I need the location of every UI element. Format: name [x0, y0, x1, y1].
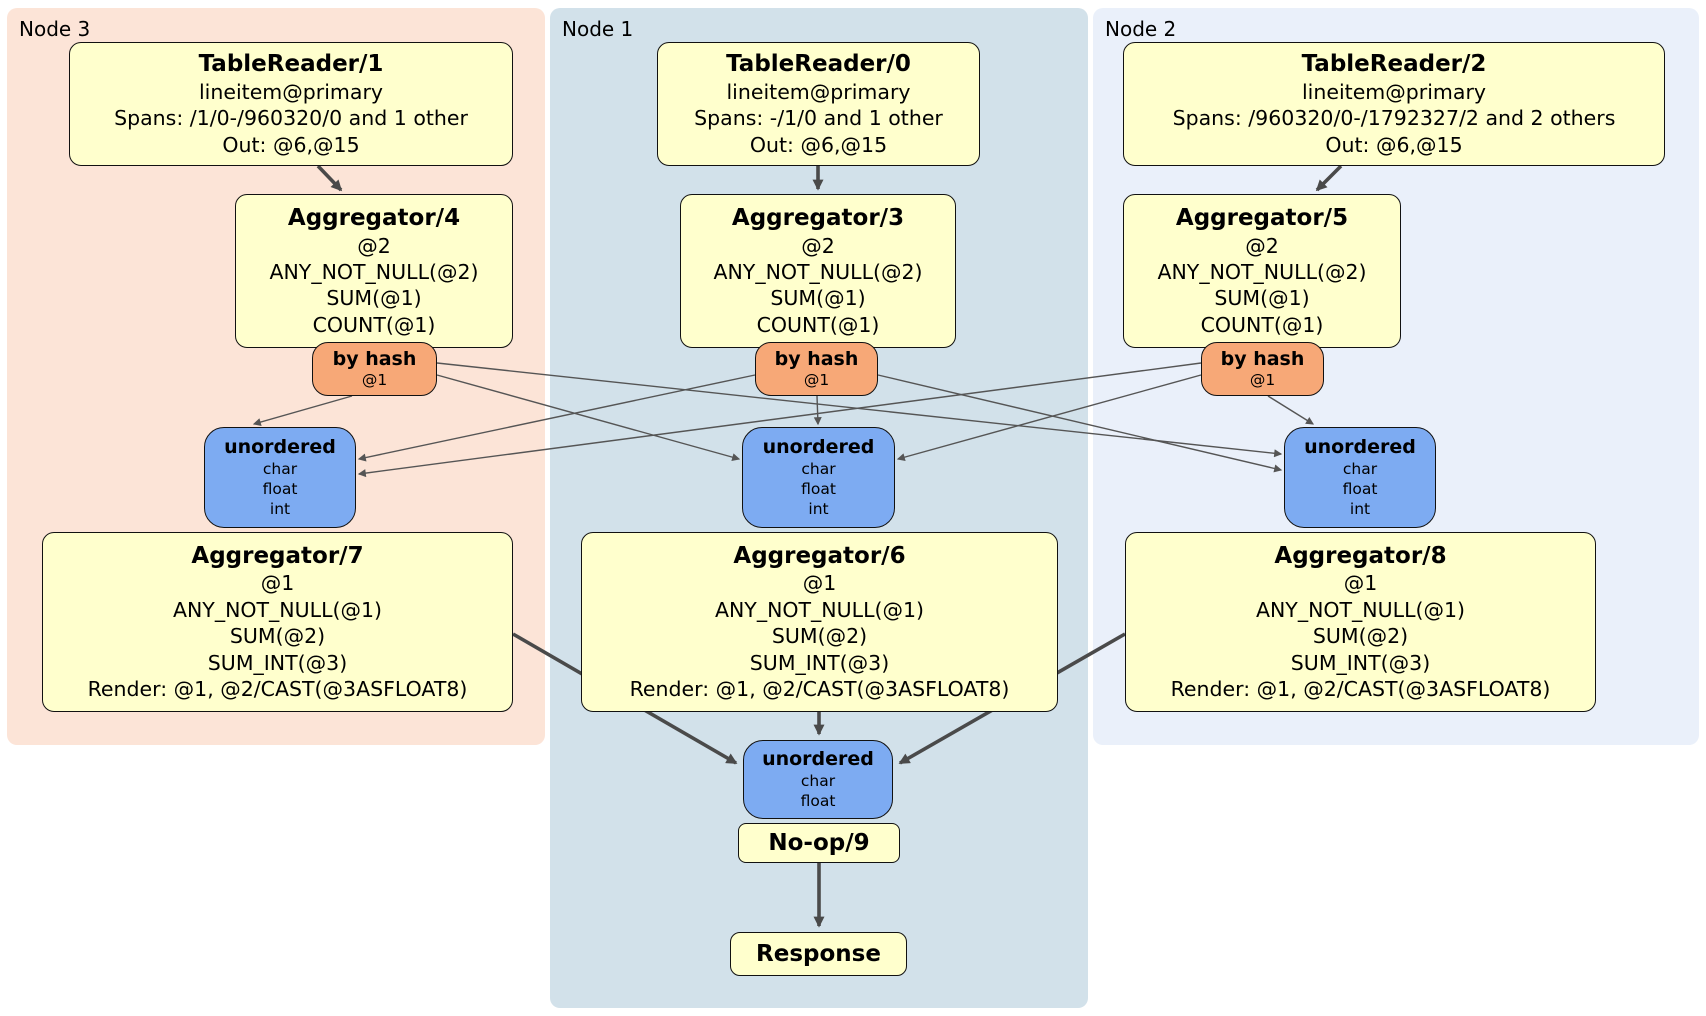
unordered-sync-final: unordered char float	[743, 740, 893, 819]
aggregator-8: Aggregator/8 @1 ANY_NOT_NULL(@1) SUM(@2)…	[1125, 532, 1596, 712]
unordered-sync-final-line: char	[800, 772, 836, 791]
aggregator-5-line: COUNT(@1)	[1200, 312, 1324, 337]
aggregator-6: Aggregator/6 @1 ANY_NOT_NULL(@1) SUM(@2)…	[581, 532, 1058, 712]
hash-router-node2-title: by hash	[1220, 348, 1305, 371]
unordered-sync-node1-line: float	[801, 479, 836, 498]
aggregator-8-line: @1	[1343, 571, 1378, 596]
node2-label: Node 2	[1105, 17, 1177, 41]
aggregator-4-line: SUM(@1)	[326, 286, 422, 311]
hash-router-node2-key: @1	[1249, 371, 1276, 390]
tablereader-2-line: lineitem@primary	[1301, 79, 1487, 104]
aggregator-5-line: SUM(@1)	[1214, 286, 1310, 311]
tablereader-0-line: Out: @6,@15	[749, 132, 888, 157]
aggregator-5-title: Aggregator/5	[1175, 204, 1349, 231]
hash-router-node1-title: by hash	[774, 348, 859, 371]
unordered-sync-node3-line: float	[262, 479, 298, 498]
unordered-sync-final-line: float	[800, 791, 836, 810]
aggregator-3-line: @2	[801, 233, 835, 258]
aggregator-5: Aggregator/5 @2 ANY_NOT_NULL(@2) SUM(@1)…	[1123, 194, 1401, 348]
unordered-sync-node2-line: int	[1349, 499, 1371, 518]
aggregator-4-title: Aggregator/4	[287, 204, 461, 231]
hash-router-node3-title: by hash	[332, 348, 417, 371]
unordered-sync-node1: unordered char float int	[742, 427, 895, 528]
hash-router-node1: by hash @1	[755, 342, 878, 396]
unordered-sync-node3-line: char	[262, 460, 298, 479]
aggregator-6-line: ANY_NOT_NULL(@1)	[714, 597, 925, 622]
aggregator-6-line: @1	[802, 571, 837, 596]
unordered-sync-final-title: unordered	[762, 748, 874, 771]
noop-9-title: No-op/9	[768, 829, 870, 856]
hash-router-node3-key: @1	[361, 371, 388, 390]
node1-label: Node 1	[562, 17, 634, 41]
tablereader-1-line: Out: @6,@15	[222, 132, 360, 157]
aggregator-5-line: @2	[1245, 233, 1279, 258]
aggregator-6-title: Aggregator/6	[733, 542, 906, 569]
tablereader-0-line: Spans: -/1/0 and 1 other	[694, 106, 943, 131]
aggregator-8-line: ANY_NOT_NULL(@1)	[1255, 597, 1466, 622]
aggregator-8-title: Aggregator/8	[1274, 542, 1447, 569]
response-title: Response	[756, 940, 881, 967]
aggregator-7-line: SUM(@2)	[229, 624, 326, 649]
tablereader-1-title: TableReader/1	[198, 50, 384, 77]
tablereader-0-line: lineitem@primary	[726, 79, 911, 104]
aggregator-7-line: ANY_NOT_NULL(@1)	[172, 597, 383, 622]
hash-router-node1-key: @1	[803, 371, 830, 390]
tablereader-2-title: TableReader/2	[1301, 50, 1487, 77]
aggregator-3-line: COUNT(@1)	[756, 312, 880, 337]
hash-router-node2: by hash @1	[1201, 342, 1324, 396]
tablereader-0: TableReader/0 lineitem@primary Spans: -/…	[657, 42, 980, 166]
tablereader-2: TableReader/2 lineitem@primary Spans: /9…	[1123, 42, 1665, 166]
aggregator-3-title: Aggregator/3	[731, 204, 905, 231]
aggregator-3-line: SUM(@1)	[770, 286, 866, 311]
unordered-sync-node1-title: unordered	[762, 436, 875, 459]
aggregator-7-line: Render: @1, @2/CAST(@3ASFLOAT8)	[87, 677, 468, 702]
aggregator-3-line: ANY_NOT_NULL(@2)	[713, 259, 923, 284]
tablereader-2-line: Out: @6,@15	[1325, 132, 1463, 157]
aggregator-4: Aggregator/4 @2 ANY_NOT_NULL(@2) SUM(@1)…	[235, 194, 513, 348]
aggregator-4-line: ANY_NOT_NULL(@2)	[269, 259, 479, 284]
tablereader-1-line: Spans: /1/0-/960320/0 and 1 other	[114, 106, 468, 131]
aggregator-6-line: Render: @1, @2/CAST(@3ASFLOAT8)	[629, 677, 1010, 702]
tablereader-2-line: Spans: /960320/0-/1792327/2 and 2 others	[1172, 106, 1616, 131]
aggregator-8-line: SUM_INT(@3)	[1290, 650, 1431, 675]
aggregator-7: Aggregator/7 @1 ANY_NOT_NULL(@1) SUM(@2)…	[42, 532, 513, 712]
hash-router-node3: by hash @1	[312, 342, 437, 396]
unordered-sync-node2: unordered char float int	[1284, 427, 1436, 528]
node3-label: Node 3	[19, 17, 91, 41]
response: Response	[730, 932, 907, 976]
unordered-sync-node2-line: float	[1342, 479, 1378, 498]
aggregator-6-line: SUM_INT(@3)	[749, 650, 890, 675]
tablereader-1: TableReader/1 lineitem@primary Spans: /1…	[69, 42, 513, 166]
unordered-sync-node3-line: int	[269, 499, 291, 518]
unordered-sync-node3-title: unordered	[224, 436, 336, 459]
aggregator-8-line: Render: @1, @2/CAST(@3ASFLOAT8)	[1170, 677, 1551, 702]
aggregator-4-line: COUNT(@1)	[312, 312, 436, 337]
aggregator-7-line: @1	[260, 571, 295, 596]
tablereader-0-title: TableReader/0	[726, 50, 911, 77]
unordered-sync-node3: unordered char float int	[204, 427, 356, 528]
unordered-sync-node1-line: int	[808, 499, 829, 518]
aggregator-4-line: @2	[357, 233, 391, 258]
aggregator-6-line: SUM(@2)	[771, 624, 868, 649]
noop-9: No-op/9	[738, 823, 900, 863]
aggregator-7-line: SUM_INT(@3)	[207, 650, 348, 675]
aggregator-5-line: ANY_NOT_NULL(@2)	[1157, 259, 1367, 284]
aggregator-3: Aggregator/3 @2 ANY_NOT_NULL(@2) SUM(@1)…	[680, 194, 956, 348]
aggregator-8-line: SUM(@2)	[1312, 624, 1409, 649]
aggregator-7-title: Aggregator/7	[191, 542, 364, 569]
tablereader-1-line: lineitem@primary	[198, 79, 384, 104]
unordered-sync-node2-line: char	[1342, 460, 1378, 479]
unordered-sync-node1-line: char	[801, 460, 836, 479]
unordered-sync-node2-title: unordered	[1304, 436, 1416, 459]
